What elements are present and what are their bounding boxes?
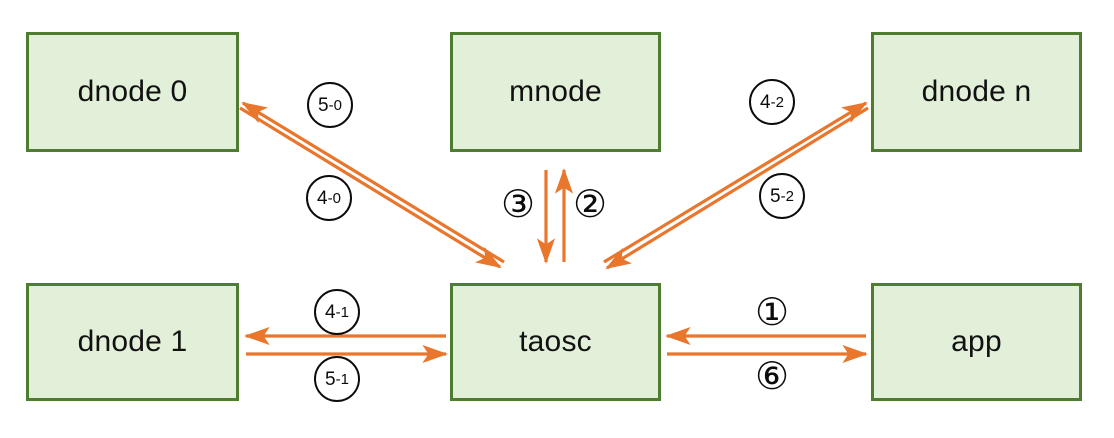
badge-sub: -0 [327,189,341,207]
node-label: dnode 1 [77,325,188,358]
edge-badge-1: ① [754,290,790,334]
badge-sub: -1 [335,370,349,388]
edge-badge-3: ③ [500,182,536,226]
edge-badge-2: ② [572,182,608,226]
badge-sub: -1 [335,303,349,321]
edge-badge-4-1: 4-1 [314,289,360,335]
node-label: app [951,325,1002,358]
edge-badge-4-2: 4-2 [749,79,795,125]
node-app[interactable]: app [871,283,1082,401]
badge-main: 5 [325,368,336,390]
arrow-taosc-to-dnoden [603,101,868,264]
node-mnode[interactable]: mnode [450,32,661,152]
arrow-dnoden-to-taosc [605,106,869,270]
node-dnode-0[interactable]: dnode 0 [26,32,239,152]
node-label: dnode 0 [77,75,188,108]
node-label: mnode [509,75,602,108]
badge-main: 5 [318,94,329,116]
node-dnode-n[interactable]: dnode n [871,32,1082,152]
badge-sub: -2 [770,93,784,111]
edge-badge-4-0: 4-0 [306,175,352,221]
node-dnode-1[interactable]: dnode 1 [26,283,239,401]
edge-badge-5-0: 5-0 [307,82,353,128]
badge-main: 4 [317,187,328,209]
badge-sub: -0 [328,96,342,114]
node-label: taosc [519,325,592,358]
edge-badge-5-2: 5-2 [759,173,805,219]
arrow-taosc-to-dnode0 [241,101,505,264]
badge-main: 4 [325,301,336,323]
badge-sub: -2 [780,187,794,205]
node-label: dnode n [921,75,1032,108]
node-taosc[interactable]: taosc [450,283,661,401]
edge-badge-5-1: 5-1 [314,356,360,402]
badge-main: 4 [760,91,771,113]
badge-main: 5 [770,185,781,207]
edge-badge-6: ⑥ [754,354,790,398]
arrow-dnode0-to-taosc [239,106,502,269]
